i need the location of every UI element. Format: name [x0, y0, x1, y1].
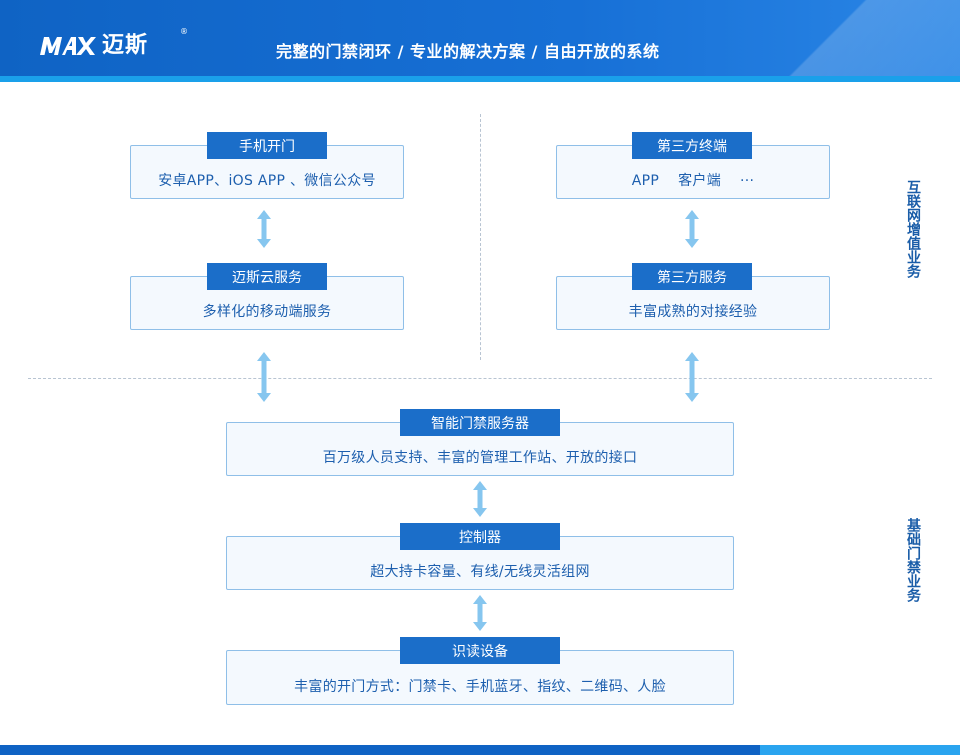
node-third-service-desc: 丰富成熟的对接经验 [628, 304, 758, 320]
node-cloud-service: 多样化的移动端服务 [130, 276, 404, 330]
footer-accent [760, 745, 960, 755]
double-arrow-icon [473, 595, 487, 631]
node-cloud-service-desc: 多样化的移动端服务 [202, 304, 332, 320]
header-shine [750, 0, 960, 76]
registered-mark: ® [180, 27, 188, 36]
node-mobile-open-title: 手机开门 [207, 132, 327, 159]
side-label-value-added: 互联网增值业务 [905, 180, 921, 278]
node-mobile-open-desc: 安卓APP、iOS APP 、微信公众号 [158, 173, 376, 189]
node-third-terminal-title: 第三方终端 [632, 132, 752, 159]
node-controller-desc: 超大持卡容量、有线/无线灵活组网 [370, 564, 590, 580]
node-reader-device-title: 识读设备 [400, 637, 560, 664]
footer-bar [0, 745, 960, 755]
header-tagline: 完整的门禁闭环 / 专业的解决方案 / 自由开放的系统 [276, 42, 660, 61]
node-reader-device: 丰富的开门方式：门禁卡、手机蓝牙、指纹、二维码、人脸 [226, 650, 734, 705]
double-arrow-icon [257, 210, 271, 248]
vertical-divider [480, 114, 481, 360]
node-third-terminal-desc: APP 客户端 ··· [631, 173, 755, 189]
logo-text: 迈斯 [102, 33, 149, 58]
node-cloud-service-title: 迈斯云服务 [207, 263, 327, 290]
side-label-basic-access: 基础门禁业务 [905, 518, 921, 602]
node-controller-title: 控制器 [400, 523, 560, 550]
max-logo-icon [40, 37, 96, 55]
node-reader-device-desc: 丰富的开门方式：门禁卡、手机蓝牙、指纹、二维码、人脸 [294, 679, 666, 695]
horizontal-divider [28, 378, 932, 379]
double-arrow-icon [257, 352, 271, 402]
node-third-service-title: 第三方服务 [632, 263, 752, 290]
node-access-server-desc: 百万级人员支持、丰富的管理工作站、开放的接口 [322, 450, 638, 466]
header-accent-stripe [0, 76, 960, 82]
double-arrow-icon [473, 481, 487, 517]
brand-logo: 迈斯 ® [38, 27, 188, 59]
double-arrow-icon [685, 352, 699, 402]
node-access-server-title: 智能门禁服务器 [400, 409, 560, 436]
header-banner: 迈斯 ® 完整的门禁闭环 / 专业的解决方案 / 自由开放的系统 [0, 0, 960, 76]
double-arrow-icon [685, 210, 699, 248]
